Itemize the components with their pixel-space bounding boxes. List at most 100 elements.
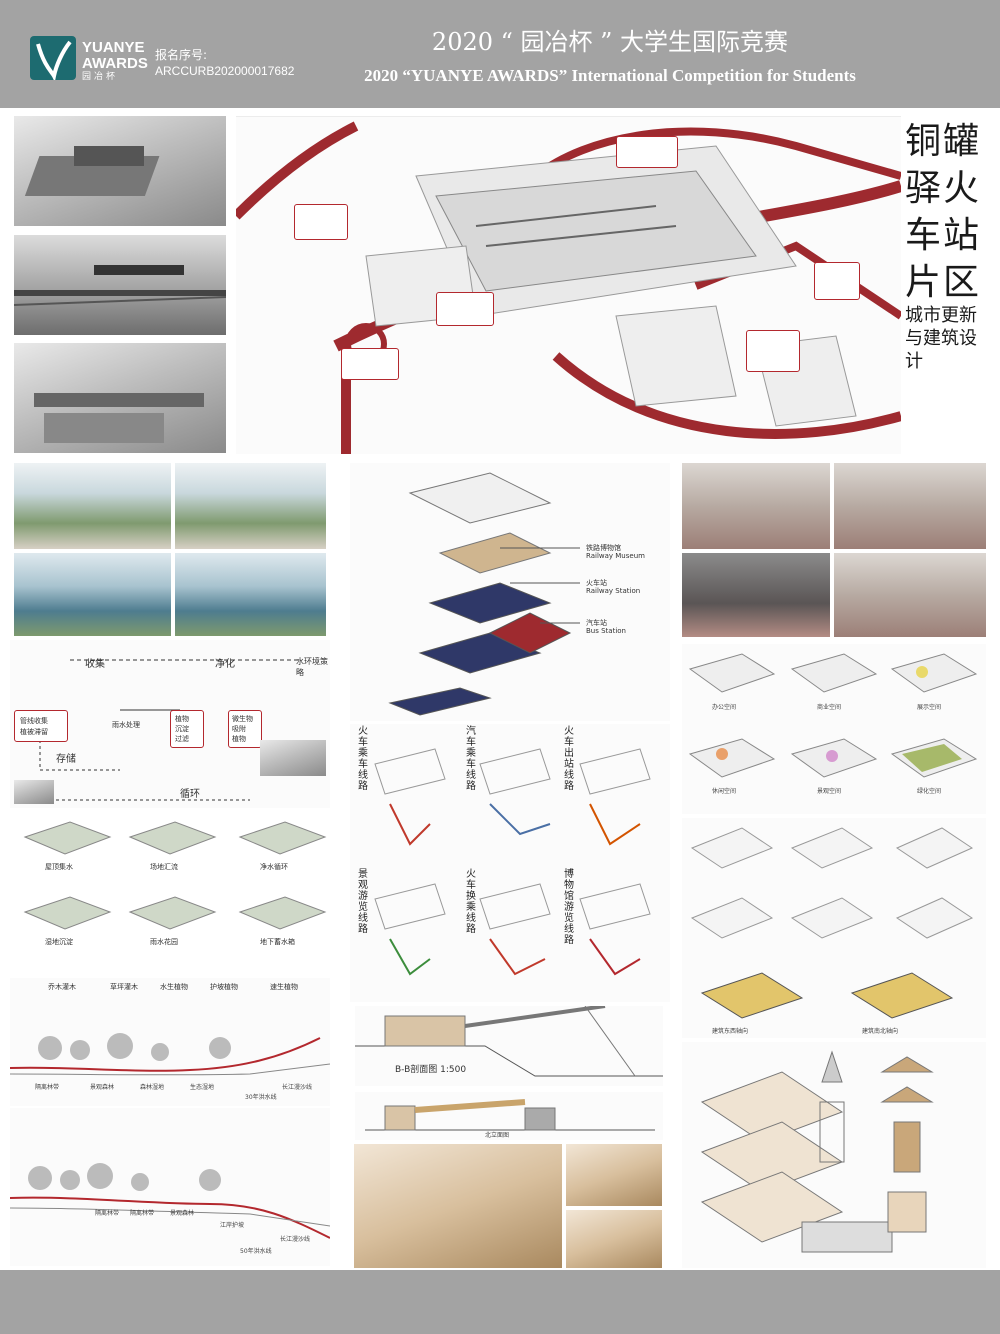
water-purify-label: 净化: [215, 659, 235, 670]
route-diagrams: 火车乘车线路 汽车乘车线路 火车出站线路 景观游览线路 火车换乘线路 博物馆游览…: [350, 724, 670, 1002]
competition-title-en: 2020 “YUANYE AWARDS” International Compe…: [364, 66, 856, 85]
competition-title-cn: 2020 “ 园冶杯 ” 大学生国际竞赛: [431, 28, 789, 56]
card-label: 场地汇流: [150, 863, 178, 871]
zone-label: 生态湿地: [190, 1084, 215, 1091]
zone-label: 景观森林: [90, 1084, 115, 1091]
card-label: 雨水花园: [150, 938, 178, 946]
callout-box: [436, 292, 494, 326]
box-text: 管线收集: [20, 717, 48, 725]
card-label: 湿地沉淀: [45, 938, 73, 946]
landscape-profile-2: 隔离林带 隔离林带 景观森林 江岸护坡 50年洪水线 长江漫沙线: [10, 1108, 330, 1266]
plaza-render-3: [682, 553, 830, 637]
water-store-label: 存储: [56, 754, 76, 765]
yuanye-logo: YUANYE AWARDS 园冶杯: [30, 36, 148, 83]
logo-text-cn: 园冶杯: [82, 72, 119, 82]
plant-label: 护坡植物: [210, 983, 238, 991]
plant-label: 速生植物: [270, 983, 298, 991]
section-bb: B-B剖面图 1:500: [355, 1006, 663, 1086]
water-strategy-diagram: 收集 净化 水环境策略 管线收集 植被滞留 雨水处理 植物 沉淀 过滤 微生物 …: [10, 640, 330, 808]
box-text: 微生物: [232, 715, 253, 723]
strategy-box: [228, 710, 262, 748]
route-title: 汽车乘车线路: [466, 726, 476, 792]
lake-render-1: [14, 553, 171, 636]
strategy-box: [170, 710, 204, 748]
zone-label: 景观森林: [170, 1210, 195, 1217]
exploded-axonometric: 铁路博物馆 Railway Museum 火车站 Railway Station…: [350, 463, 670, 721]
callout-box: [341, 348, 399, 380]
tower-axonometric: [682, 1042, 986, 1268]
callout-box: [814, 262, 860, 300]
water-strategy-title: 水环境策略: [296, 657, 328, 677]
route-title: 火车换乘线路: [466, 869, 476, 935]
space-label: 休闲空间: [712, 788, 737, 795]
registration-label: 报名序号:: [155, 48, 208, 62]
registration-number: ARCCURB202000017682: [155, 64, 295, 78]
card-label: 净水循环: [260, 863, 288, 871]
layer-label-en: Railway Station: [586, 587, 641, 595]
zone-label: 森林湿地: [140, 1084, 165, 1091]
card-label: 地下蓄水箱: [260, 938, 295, 946]
landscape-profile-1: 乔木灌木 草坪灌木 水生植物 护坡植物 速生植物 隔离林带 景观森林 森林湿地 …: [10, 978, 330, 1106]
aerial-model-photo: [14, 116, 226, 226]
axis-label: 建筑东西轴向: [712, 1028, 749, 1035]
box-text: 沉淀: [175, 725, 189, 733]
section-label: B-B剖面图 1:500: [395, 1065, 467, 1075]
model-photo-3: [566, 1210, 662, 1268]
elevation-label: 北立面图: [485, 1132, 510, 1139]
box-text: 吸附: [232, 725, 246, 733]
landscape-render-2: [175, 463, 326, 549]
header-bar: YUANYE AWARDS 园冶杯 报名序号: ARCCURB202000017…: [0, 0, 1000, 108]
footer-bar: [0, 1270, 1000, 1334]
zone-label: 长江漫沙线: [280, 1236, 311, 1243]
route-title: 景观游览线路: [358, 869, 368, 935]
zone-label: 隔离林带: [95, 1210, 120, 1217]
water-collect-label: 收集: [85, 659, 105, 670]
model-photo-main: [354, 1144, 562, 1268]
callout-box: [616, 136, 678, 168]
box-text: 植物: [175, 715, 189, 723]
water-cycle-label: 循环: [180, 789, 200, 800]
layer-label-en: Railway Museum: [586, 552, 645, 560]
north-elevation: 北立面图: [355, 1092, 663, 1140]
layer-label-en: Bus Station: [586, 627, 626, 635]
route-title: 博物馆游览线路: [564, 869, 574, 946]
project-subtitle: 城市更新与建筑设计: [905, 305, 977, 372]
water-thumb: [260, 740, 326, 776]
space-label: 办公空间: [712, 704, 737, 711]
landscape-render-1: [14, 463, 171, 549]
plaza-render-2: [834, 463, 986, 549]
box-text: 过滤: [175, 735, 189, 743]
space-label: 绿化空间: [917, 788, 942, 795]
callout-box: [294, 204, 348, 240]
lake-render-2: [175, 553, 326, 636]
structure-analysis: 建筑东西轴向 建筑南北轴向: [682, 818, 986, 1038]
axis-label: 建筑南北轴向: [862, 1028, 899, 1035]
water-cards: 屋顶集水 场地汇流 净水循环 湿地沉淀 雨水花园 地下蓄水箱: [10, 812, 330, 974]
site-axonometric: [236, 116, 901, 454]
card-label: 屋顶集水: [45, 863, 73, 871]
railway-photo: [14, 235, 226, 335]
zone-label: 隔离林带: [35, 1084, 60, 1091]
station-aerial-photo: [14, 343, 226, 453]
space-analysis: 办公空间 商业空间 展示空间 休闲空间 景观空间 绿化空间: [682, 644, 986, 814]
zone-label: 江岸护坡: [220, 1222, 245, 1229]
plaza-render-1: [682, 463, 830, 549]
space-label: 展示空间: [917, 704, 942, 711]
zone-label: 50年洪水线: [240, 1248, 272, 1255]
layer-label-cn: 铁路博物馆: [586, 544, 621, 552]
route-title: 火车乘车线路: [358, 726, 368, 792]
plaza-render-4: [834, 553, 986, 637]
zone-label: 长江漫沙线: [282, 1084, 313, 1091]
zone-label: 30年洪水线: [245, 1094, 277, 1101]
plant-label: 乔木灌木: [48, 983, 76, 991]
logo-text-awards: AWARDS: [82, 55, 148, 72]
plant-label: 草坪灌木: [110, 983, 138, 991]
box-text: 雨水处理: [112, 721, 140, 729]
plant-label: 水生植物: [160, 983, 188, 991]
project-title: 铜罐驿火车站片区: [905, 121, 982, 303]
logo-mark-icon: [30, 36, 76, 83]
box-text: 植物: [232, 735, 246, 743]
logo-text-yuanye: YUANYE: [82, 39, 145, 56]
layer-label-cn: 火车站: [586, 579, 607, 587]
